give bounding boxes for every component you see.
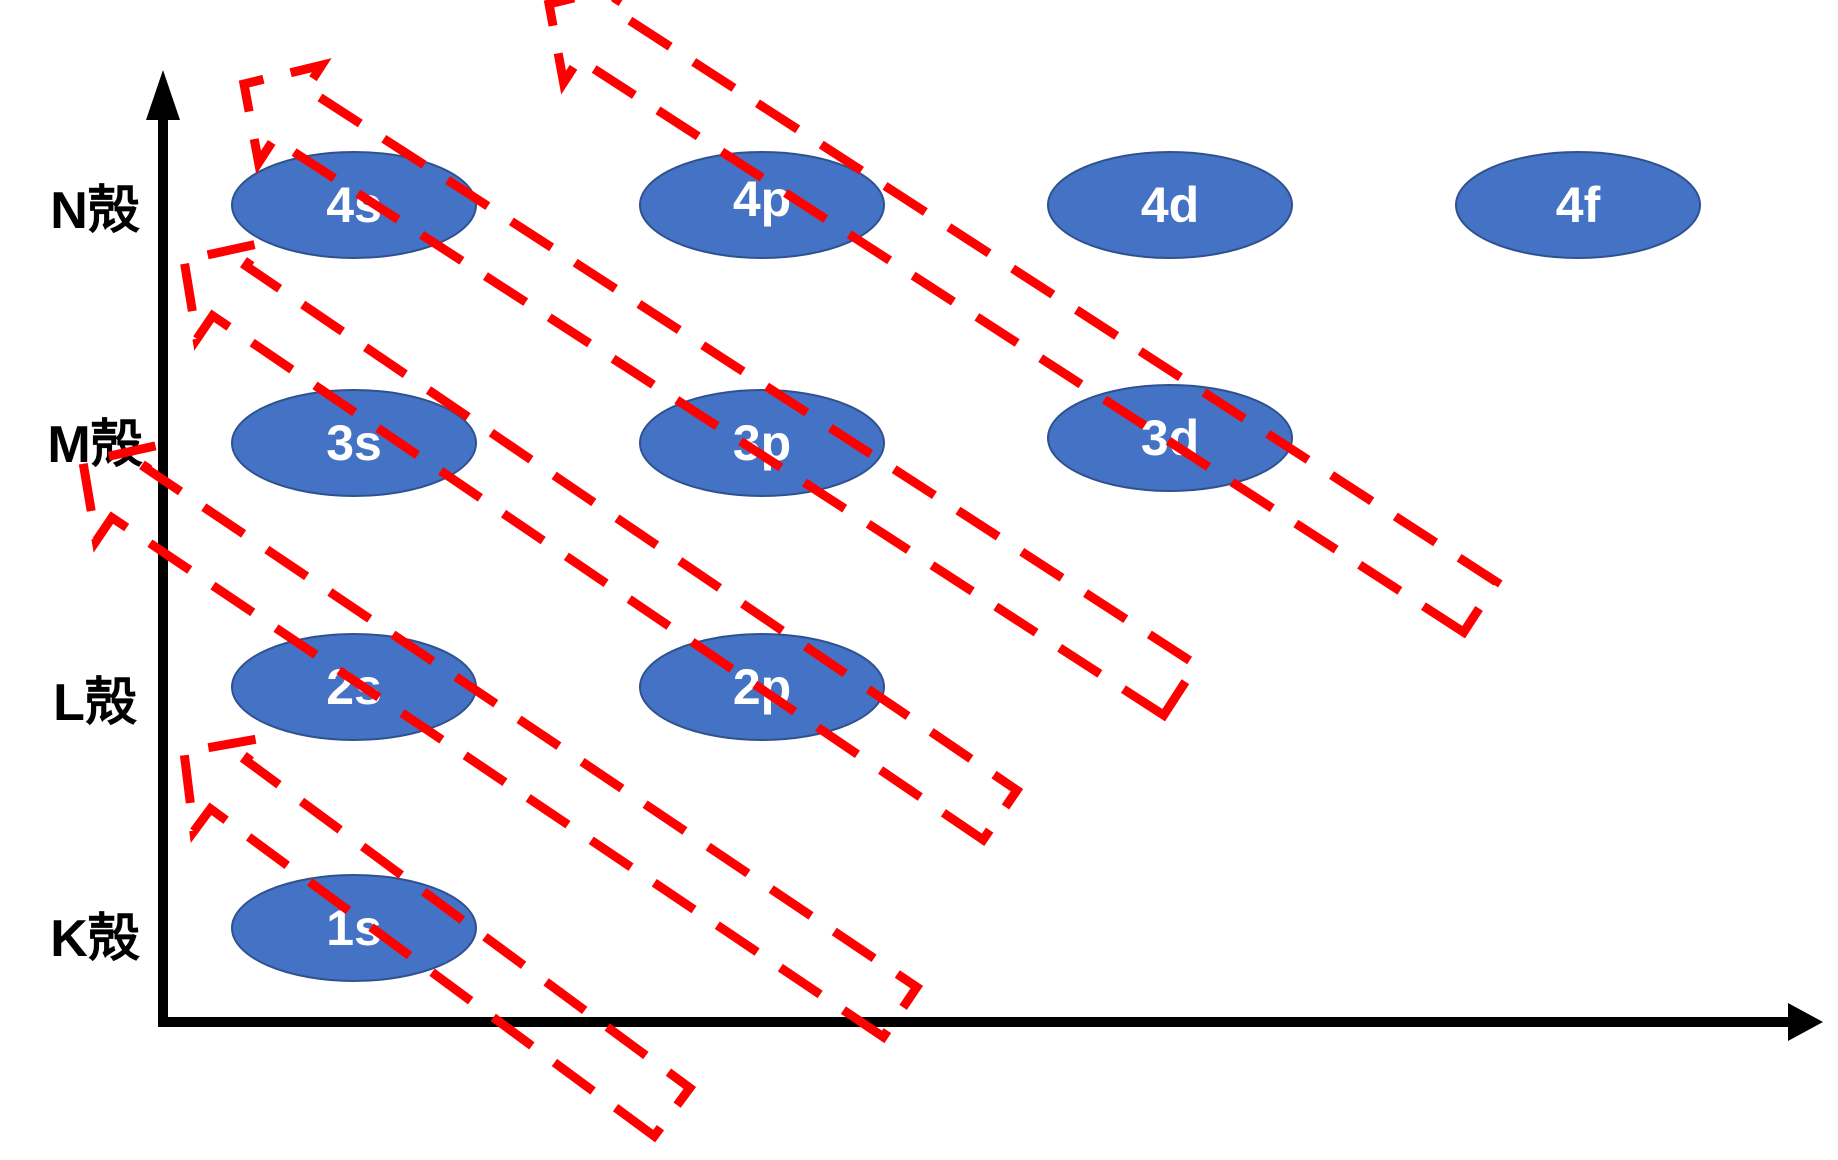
orbital-3s: 3s bbox=[231, 389, 477, 497]
shell-label-k: K殻 bbox=[50, 910, 141, 968]
shell-label-m: M殻 bbox=[47, 416, 143, 474]
filling-order-arrows bbox=[77, 0, 1503, 1143]
shell-label-n: N殻 bbox=[50, 182, 141, 240]
axes bbox=[146, 70, 1823, 1041]
orbital-4p: 4p bbox=[639, 151, 885, 259]
filling-order-arrow-4 bbox=[238, 58, 1203, 722]
svg-text:2s: 2s bbox=[326, 659, 382, 715]
orbital-3d: 3d bbox=[1047, 384, 1293, 492]
filling-order-arrow-5 bbox=[543, 0, 1503, 639]
orbital-1s: 1s bbox=[231, 874, 477, 982]
svg-text:3s: 3s bbox=[326, 415, 382, 471]
shell-label-l: L殻 bbox=[53, 674, 138, 732]
svg-text:4f: 4f bbox=[1556, 177, 1601, 233]
y-axis-arrowhead-icon bbox=[146, 70, 180, 120]
svg-text:4p: 4p bbox=[733, 171, 791, 227]
orbital-4d: 4d bbox=[1047, 151, 1293, 259]
filling-order-arrow-2 bbox=[77, 437, 924, 1044]
filling-order-arrow-3 bbox=[178, 236, 1024, 847]
shell-labels: N殻 M殻 L殻 K殻 bbox=[47, 182, 143, 968]
orbital-4f: 4f bbox=[1455, 151, 1701, 259]
svg-text:4d: 4d bbox=[1141, 177, 1199, 233]
filling-order-arrow-1 bbox=[179, 731, 697, 1143]
x-axis-arrowhead-icon bbox=[1788, 1003, 1823, 1041]
orbital-2s: 2s bbox=[231, 633, 477, 741]
orbital-4s: 4s bbox=[231, 151, 477, 259]
